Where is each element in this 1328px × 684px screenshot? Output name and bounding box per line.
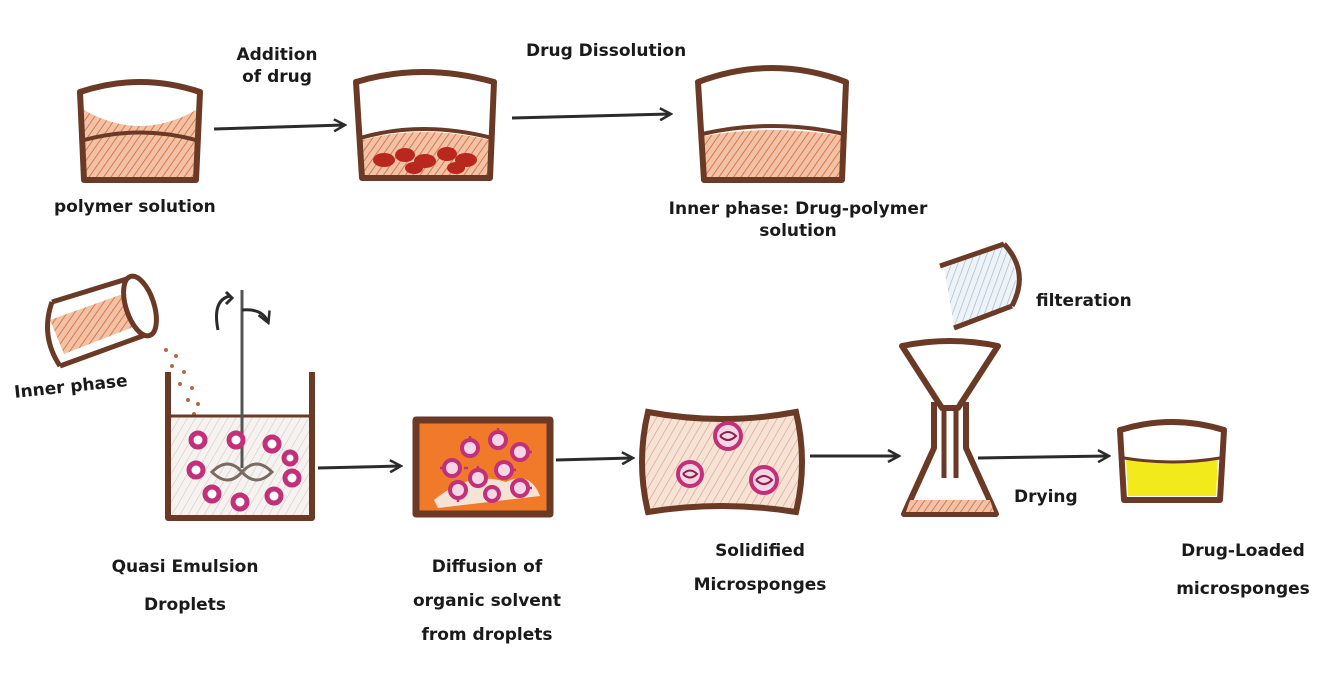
label-quasi-line1: Quasi Emulsion: [111, 557, 259, 577]
drug-addition-beaker: [353, 69, 497, 181]
filter-beaker: [939, 241, 1022, 331]
arrow-drug-dissolution: [511, 114, 670, 118]
label-solidified-line1: Solidified: [715, 541, 805, 561]
label-addition-line1: Addition: [236, 45, 318, 65]
label-drug-loaded-line2: microsponges: [1176, 579, 1310, 599]
label-inner-phase-line1: Inner phase: Drug-polymer: [668, 199, 928, 219]
drug-particles: [373, 147, 477, 174]
diffusion-container: [412, 416, 554, 518]
polymer-solution-beaker: [77, 79, 203, 183]
label-drug-loaded-line1: Drug-Loaded: [1181, 541, 1305, 561]
label-inner-phase-solution: Inner phase: Drug-polymer solution: [648, 198, 948, 242]
label-solidified: Solidified Microsponges: [680, 540, 840, 596]
arrow-to-diffusion: [317, 466, 400, 468]
label-diffusion-line2: organic solvent: [412, 591, 562, 611]
label-drug-loaded: Drug-Loaded microsponges: [1168, 540, 1318, 600]
label-polymer-solution: polymer solution: [54, 197, 216, 217]
label-filteration: filteration: [1036, 291, 1132, 311]
label-quasi-emulsion: Quasi Emulsion Droplets: [90, 556, 280, 616]
solidified-container: [639, 408, 805, 516]
emulsion-beaker: [165, 290, 315, 521]
microsponge-particles: [676, 421, 779, 495]
diffusion-spikes: [440, 428, 532, 502]
emulsion-droplets: [186, 430, 302, 512]
arrow-to-solidified: [555, 458, 632, 460]
label-inner-phase-line2: solution: [759, 221, 837, 241]
label-drug-dissolution: Drug Dissolution: [526, 41, 687, 61]
label-drying: Drying: [1014, 487, 1078, 507]
label-diffusion-line1: Diffusion of: [431, 557, 543, 577]
label-diffusion-line3: from droplets: [421, 625, 553, 645]
drug-loaded-beaker: [1117, 419, 1227, 503]
arrow-addition-of-drug: [213, 125, 344, 129]
label-diffusion: Diffusion of organic solvent from drople…: [392, 556, 582, 646]
label-solidified-line2: Microsponges: [693, 575, 827, 595]
label-quasi-line2: Droplets: [144, 595, 226, 615]
inner-phase-beaker: [695, 65, 849, 183]
pouring-beaker: [45, 273, 159, 369]
label-addition-line2: of drug: [242, 67, 312, 87]
label-addition-of-drug: Addition of drug: [222, 44, 332, 88]
pour-stream-dots: [164, 348, 200, 416]
funnel-flask: [899, 338, 1001, 517]
arrow-drying: [977, 456, 1108, 458]
